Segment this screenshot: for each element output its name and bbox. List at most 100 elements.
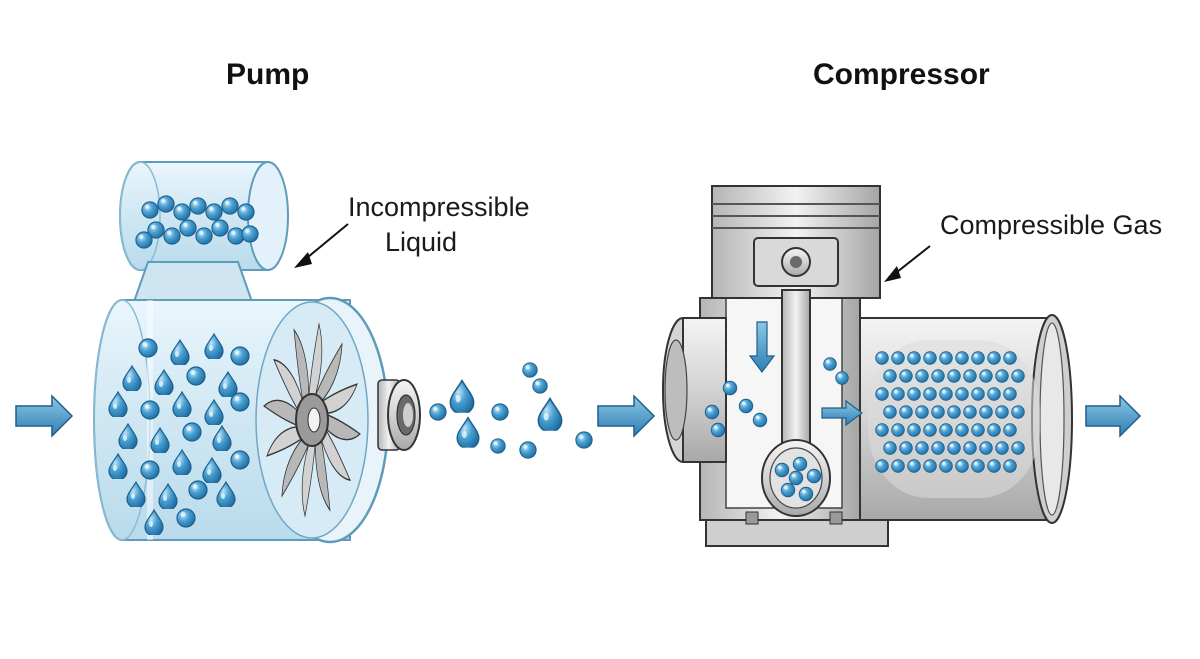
impeller-blade [281, 431, 313, 498]
gas-molecule [1003, 459, 1017, 473]
gas-molecule [947, 441, 961, 455]
flow-out-arrow [1085, 394, 1142, 438]
impeller-blade [301, 433, 317, 518]
gas-molecule [891, 351, 905, 365]
liquid-drop [140, 400, 160, 420]
transfer-drop [449, 379, 475, 413]
gas-molecule [963, 405, 977, 419]
tank-drop [179, 219, 197, 237]
gas-molecule [955, 423, 969, 437]
impeller-blade [311, 342, 343, 409]
gas-molecule [780, 482, 796, 498]
tank-drop [189, 197, 207, 215]
gas-molecule [987, 387, 1001, 401]
gas-molecule [899, 369, 913, 383]
liquid-drop [188, 480, 208, 500]
transfer-drop [522, 362, 538, 378]
tank-drop [241, 225, 259, 243]
tank-drop [141, 201, 159, 219]
liquid-drop [138, 338, 158, 358]
liquid-drop [182, 422, 202, 442]
tank-drop [211, 219, 229, 237]
gas-molecule [947, 405, 961, 419]
gas-molecule [939, 459, 953, 473]
gas-molecule [907, 459, 921, 473]
gas-molecule [971, 423, 985, 437]
gas-molecule [875, 387, 889, 401]
impeller-blade [314, 427, 331, 512]
gas-molecule [931, 405, 945, 419]
piston-icon [711, 185, 881, 299]
tank-drop [157, 195, 175, 213]
gas-molecule [798, 486, 814, 502]
gas-molecule [915, 441, 929, 455]
gas-molecule [923, 423, 937, 437]
gas-molecule [955, 351, 969, 365]
gas-molecule [891, 387, 905, 401]
gas-molecule [1011, 441, 1025, 455]
gas-molecule [923, 387, 937, 401]
compressor-callout-pointer [884, 245, 931, 282]
transfer-drop [490, 438, 506, 454]
gas-molecule [1011, 405, 1025, 419]
liquid-drop [176, 508, 196, 528]
gas-molecule [907, 423, 921, 437]
liquid-drop [230, 392, 250, 412]
gas-molecule [875, 459, 889, 473]
compressor-storage-tank [839, 314, 1073, 524]
gas-molecule [955, 387, 969, 401]
gas-molecule [788, 470, 804, 486]
transfer-drop [575, 431, 593, 449]
transfer-drop [456, 416, 480, 448]
compressor-assembly [662, 185, 1073, 547]
transfer-drop [519, 441, 537, 459]
gas-molecule [774, 462, 790, 478]
gas-molecule [971, 387, 985, 401]
pump-callout-pointer [294, 223, 349, 268]
gas-molecule [987, 423, 1001, 437]
gas-molecule [875, 351, 889, 365]
gas-molecule [923, 351, 937, 365]
tank-drop [205, 203, 223, 221]
gas-molecule [752, 412, 768, 428]
gas-molecule [704, 404, 720, 420]
transfer-drop [537, 397, 563, 431]
gas-molecule [915, 405, 929, 419]
gas-molecule [939, 387, 953, 401]
liquid-drop [186, 366, 206, 386]
transfer-droplets [429, 362, 593, 459]
gas-molecule [883, 369, 897, 383]
tank-drop [163, 227, 181, 245]
tank-drop [135, 231, 153, 249]
gas-molecule [1003, 423, 1017, 437]
impeller-icon [263, 322, 361, 518]
liquid-drop [140, 460, 160, 480]
transfer-drop [429, 403, 447, 421]
flow-in-arrow [15, 394, 74, 438]
gas-flow-arrow [821, 399, 863, 427]
gas-molecule [891, 423, 905, 437]
gas-molecule [806, 468, 822, 484]
gas-molecule [883, 405, 897, 419]
gas-molecule [722, 380, 738, 396]
liquid-drop [230, 450, 250, 470]
pump-outlet-nozzle [377, 379, 421, 451]
gas-molecule [899, 405, 913, 419]
gas-molecule [891, 459, 905, 473]
gas-molecule [939, 423, 953, 437]
gas-molecule [995, 369, 1009, 383]
gas-molecule [987, 351, 1001, 365]
gas-molecule [875, 423, 889, 437]
gas-molecule [710, 422, 726, 438]
gas-molecule [931, 369, 945, 383]
gas-molecule [947, 369, 961, 383]
pump-callout-line1: Incompressible [348, 192, 530, 222]
gas-molecule [923, 459, 937, 473]
gas-molecule [955, 459, 969, 473]
stroke-down-arrow [748, 321, 776, 373]
impeller-shaft [307, 407, 321, 433]
gas-molecule [915, 369, 929, 383]
gas-molecule [907, 351, 921, 365]
gas-molecule [931, 441, 945, 455]
